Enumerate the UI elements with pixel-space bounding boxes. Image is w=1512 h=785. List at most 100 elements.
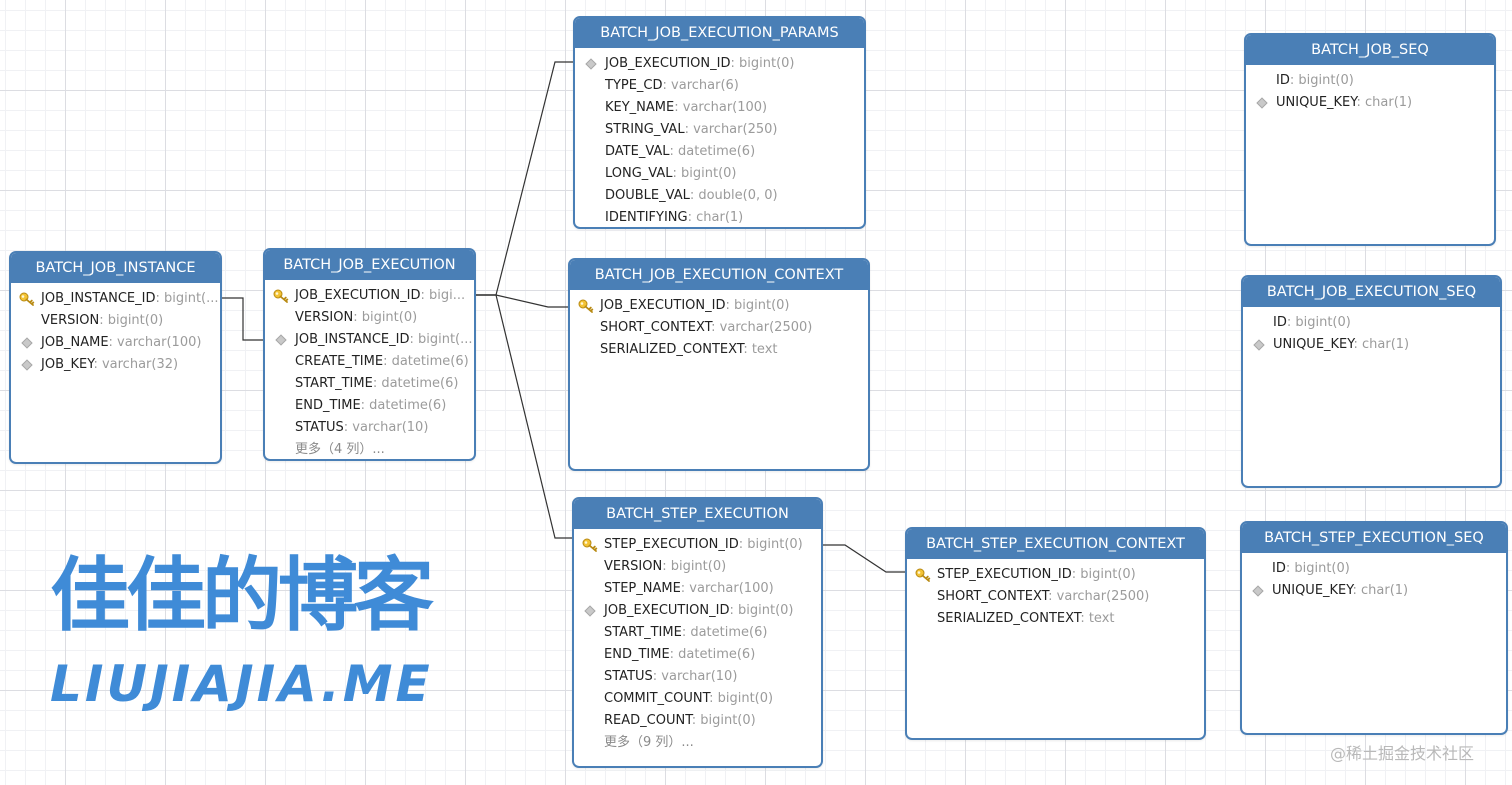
column-type: : varchar(100) [674, 100, 768, 115]
column-name: IDENTIFYING [605, 210, 688, 225]
more-columns-link[interactable]: 更多（4 列）... [295, 442, 385, 457]
column-type: : bigint(0) [353, 310, 418, 325]
column-type: : bigint(0) [725, 298, 790, 313]
column-row[interactable]: ID: bigint(0) [1246, 70, 1494, 92]
primary-key-icon [582, 538, 598, 552]
column-type: : bigint(0) [729, 603, 794, 618]
column-row[interactable]: VERSION: bigint(0) [11, 310, 220, 332]
column-row[interactable]: JOB_KEY: varchar(32) [11, 354, 220, 376]
column-row[interactable]: DOUBLE_VAL: double(0, 0) [575, 185, 864, 207]
table-batch-job-execution-context[interactable]: BATCH_JOB_EXECUTION_CONTEXT JOB_EXECUTIO… [568, 258, 870, 471]
column-name: STRING_VAL [605, 122, 685, 137]
column-name: VERSION [41, 313, 100, 328]
column-name: SERIALIZED_CONTEXT [937, 611, 1081, 626]
column-row[interactable]: JOB_EXECUTION_ID: bigint(0) [570, 295, 868, 317]
watermark: 佳佳的博客 LIUJIAJIA.ME [50, 548, 470, 714]
column-type: : bigint(0) [1285, 561, 1350, 576]
column-name: JOB_EXECUTION_ID [600, 298, 726, 313]
table-title: BATCH_JOB_EXECUTION_SEQ [1243, 277, 1500, 307]
column-name: TYPE_CD [605, 78, 663, 93]
column-type: : datetime(6) [681, 625, 768, 640]
column-type: : char(1) [1353, 337, 1410, 352]
more-columns-link[interactable]: 更多（9 列）... [604, 735, 694, 750]
column-row[interactable]: COMMIT_COUNT: bigint(0) [574, 688, 821, 710]
table-batch-step-execution-context[interactable]: BATCH_STEP_EXECUTION_CONTEXT STEP_EXECUT… [905, 527, 1206, 740]
table-batch-job-execution-params[interactable]: BATCH_JOB_EXECUTION_PARAMS JOB_EXECUTION… [573, 16, 866, 229]
column-type: : datetime(6) [383, 354, 469, 369]
column-type: : bigint(0) [99, 313, 164, 328]
column-row[interactable]: JOB_EXECUTION_ID: bigint(0) [575, 53, 864, 75]
column-type: : bigint(0) [691, 713, 756, 728]
column-row[interactable]: VERSION: bigint(0) [265, 307, 474, 329]
primary-key-icon [273, 289, 289, 303]
column-row[interactable]: UNIQUE_KEY: char(1) [1242, 580, 1506, 602]
column-row[interactable]: STRING_VAL: varchar(250) [575, 119, 864, 141]
column-type: : varchar(10) [652, 669, 738, 684]
column-row[interactable]: ID: bigint(0) [1242, 558, 1506, 580]
table-batch-job-seq[interactable]: BATCH_JOB_SEQ ID: bigint(0)UNIQUE_KEY: c… [1244, 33, 1496, 246]
index-diamond-icon [1251, 338, 1267, 352]
column-type: : varchar(32) [93, 357, 179, 372]
primary-key-icon [578, 299, 594, 313]
column-name: JOB_EXECUTION_ID [295, 288, 421, 303]
table-batch-job-instance[interactable]: BATCH_JOB_INSTANCE JOB_INSTANCE_ID: bigi… [9, 251, 222, 464]
column-row[interactable]: READ_COUNT: bigint(0) [574, 710, 821, 732]
column-row[interactable]: JOB_INSTANCE_ID: bigint(... [11, 288, 220, 310]
column-row[interactable]: SERIALIZED_CONTEXT: text [907, 608, 1204, 630]
column-name: ID [1273, 315, 1287, 330]
column-row[interactable]: SHORT_CONTEXT: varchar(2500) [907, 586, 1204, 608]
column-row[interactable]: STEP_NAME: varchar(100) [574, 578, 821, 600]
column-row[interactable]: SERIALIZED_CONTEXT: text [570, 339, 868, 361]
column-row[interactable]: END_TIME: datetime(6) [265, 395, 474, 417]
column-type: : varchar(100) [108, 335, 202, 350]
column-row[interactable]: STEP_EXECUTION_ID: bigint(0) [907, 564, 1204, 586]
column-row[interactable]: JOB_EXECUTION_ID: bigi... [265, 285, 474, 307]
column-row[interactable]: SHORT_CONTEXT: varchar(2500) [570, 317, 868, 339]
column-row[interactable]: STATUS: varchar(10) [265, 417, 474, 439]
column-type: : bigint(0) [672, 166, 737, 181]
column-row[interactable]: UNIQUE_KEY: char(1) [1246, 92, 1494, 114]
column-row[interactable]: CREATE_TIME: datetime(6) [265, 351, 474, 373]
column-name: JOB_NAME [41, 335, 109, 350]
column-type: : bigint(0) [730, 56, 795, 71]
column-row[interactable]: VERSION: bigint(0) [574, 556, 821, 578]
column-name: DATE_VAL [605, 144, 670, 159]
column-name: SHORT_CONTEXT [937, 589, 1049, 604]
table-batch-step-execution-seq[interactable]: BATCH_STEP_EXECUTION_SEQ ID: bigint(0)UN… [1240, 521, 1508, 735]
column-row[interactable]: IDENTIFYING: char(1) [575, 207, 864, 227]
primary-key-icon [915, 568, 931, 582]
column-name: SERIALIZED_CONTEXT [600, 342, 744, 357]
index-diamond-icon [19, 358, 35, 372]
table-title: BATCH_STEP_EXECUTION_SEQ [1242, 523, 1506, 553]
column-name: JOB_INSTANCE_ID [41, 291, 156, 306]
column-row[interactable]: KEY_NAME: varchar(100) [575, 97, 864, 119]
column-row[interactable]: END_TIME: datetime(6) [574, 644, 821, 666]
column-row[interactable]: LONG_VAL: bigint(0) [575, 163, 864, 185]
table-title: BATCH_STEP_EXECUTION [574, 499, 821, 529]
index-diamond-icon [1254, 96, 1270, 110]
column-type: : double(0, 0) [689, 188, 778, 203]
column-type: : varchar(10) [343, 420, 429, 435]
column-row[interactable]: START_TIME: datetime(6) [574, 622, 821, 644]
column-name: START_TIME [604, 625, 682, 640]
index-diamond-icon [583, 57, 599, 71]
column-row[interactable]: JOB_NAME: varchar(100) [11, 332, 220, 354]
column-row[interactable]: UNIQUE_KEY: char(1) [1243, 334, 1500, 356]
column-row[interactable]: STATUS: varchar(10) [574, 666, 821, 688]
column-type: : bigint(0) [662, 559, 727, 574]
column-name: VERSION [604, 559, 663, 574]
watermark-cn-text: 佳佳的博客 [50, 549, 434, 642]
column-row[interactable]: ID: bigint(0) [1243, 312, 1500, 334]
table-batch-step-execution[interactable]: BATCH_STEP_EXECUTION STEP_EXECUTION_ID: … [572, 497, 823, 768]
table-batch-job-execution[interactable]: BATCH_JOB_EXECUTION JOB_EXECUTION_ID: bi… [263, 248, 476, 461]
column-row[interactable]: START_TIME: datetime(6) [265, 373, 474, 395]
table-batch-job-execution-seq[interactable]: BATCH_JOB_EXECUTION_SEQ ID: bigint(0)UNI… [1241, 275, 1502, 488]
column-name: START_TIME [295, 376, 373, 391]
column-row[interactable]: DATE_VAL: datetime(6) [575, 141, 864, 163]
column-row[interactable]: JOB_EXECUTION_ID: bigint(0) [574, 600, 821, 622]
column-row[interactable]: TYPE_CD: varchar(6) [575, 75, 864, 97]
column-name: JOB_EXECUTION_ID [605, 56, 731, 71]
column-row[interactable]: JOB_INSTANCE_ID: bigint(... [265, 329, 474, 351]
column-row[interactable]: STEP_EXECUTION_ID: bigint(0) [574, 534, 821, 556]
index-diamond-icon [582, 604, 598, 618]
